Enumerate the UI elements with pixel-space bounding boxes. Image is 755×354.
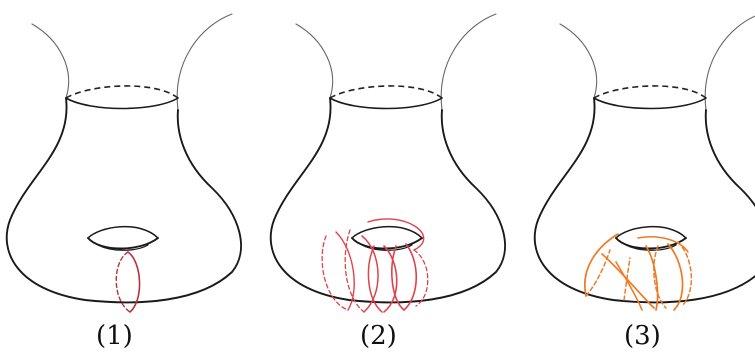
surface-outline xyxy=(5,13,242,304)
twisted-curve xyxy=(335,231,355,311)
twisted-curve xyxy=(615,261,643,311)
twisted-curve xyxy=(321,235,349,311)
twisted-curve xyxy=(391,245,405,311)
panel-label: (2) xyxy=(360,321,397,351)
panel-3: (3) xyxy=(533,13,755,351)
twisted-curve xyxy=(344,229,365,313)
twisted-curve xyxy=(585,249,611,297)
twisted-curve xyxy=(367,218,425,251)
twisted-curve xyxy=(367,245,383,313)
twisted-curve xyxy=(403,243,417,311)
twisted-curve xyxy=(677,241,693,307)
surface-outline xyxy=(269,13,506,304)
twisted-curve xyxy=(601,253,655,309)
surface-outline xyxy=(533,13,755,304)
panel-label: (1) xyxy=(96,321,133,351)
meridian-curve-solid xyxy=(127,251,141,313)
curve-group xyxy=(115,251,141,313)
twisted-curve xyxy=(645,245,659,311)
curve-group xyxy=(584,233,693,311)
twisted-curve xyxy=(623,257,631,301)
panel-1: (1) xyxy=(5,13,242,351)
twisted-curve xyxy=(637,236,689,253)
twisted-curve xyxy=(667,243,684,311)
twisted-curve xyxy=(413,249,429,307)
twisted-curve xyxy=(361,235,379,313)
curve-group xyxy=(321,218,429,313)
twisted-curve xyxy=(653,245,667,309)
twisted-curve xyxy=(584,233,619,297)
panel-2: (2) xyxy=(269,13,506,351)
twisted-curve xyxy=(383,245,398,313)
panel-label: (3) xyxy=(624,321,661,351)
